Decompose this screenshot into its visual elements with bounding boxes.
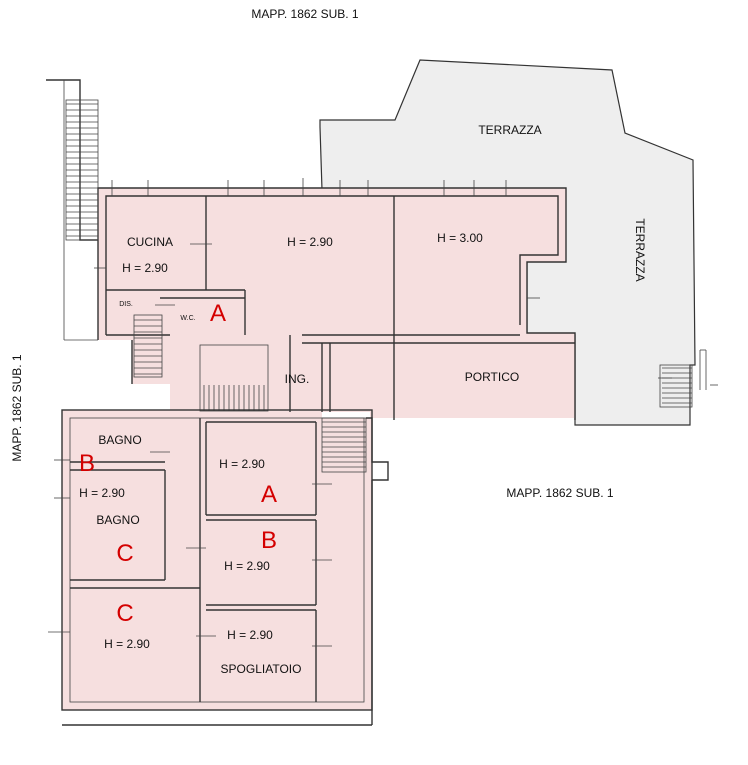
height-spogliatoio: H = 2.90 [227, 628, 273, 642]
upper-outer-wall [97, 187, 576, 420]
room-label-spogliatoio: SPOGLIATOIO [221, 662, 302, 676]
marker-a-lower: A [261, 481, 277, 508]
height-bagno-2: H = 2.90 [79, 486, 125, 500]
room-label-bagno-2: BAGNO [96, 513, 139, 527]
marker-c-bagno: C [116, 540, 133, 567]
parcel-label-top: MAPP. 1862 SUB. 1 [251, 7, 359, 21]
terrace-label-top: TERRAZZA [478, 123, 541, 137]
room-label-bagno-1: BAGNO [98, 433, 141, 447]
room-label-ingresso: ING. [285, 372, 310, 386]
height-room-b: H = 2.90 [224, 559, 270, 573]
parcel-label-right: MAPP. 1862 SUB. 1 [506, 486, 614, 500]
marker-b-room: B [261, 527, 277, 554]
height-living: H = 2.90 [287, 235, 333, 249]
window-marks [48, 178, 718, 647]
upper-floor-area [98, 188, 575, 418]
lower-floor-area [62, 410, 372, 710]
height-room-c: H = 2.90 [104, 637, 150, 651]
parcel-label-left: MAPP. 1862 SUB. 1 [10, 354, 24, 462]
marker-b-bagno: B [79, 450, 95, 477]
height-room-a: H = 2.90 [219, 457, 265, 471]
height-right-room: H = 3.00 [437, 231, 483, 245]
height-cucina: H = 2.90 [122, 261, 168, 275]
marker-a-upper: A [210, 300, 226, 327]
room-label-wc: W.C. [180, 315, 195, 322]
room-label-cucina: CUCINA [127, 235, 173, 249]
staircase [133, 314, 269, 412]
room-label-dis: DIS. [119, 301, 133, 308]
marker-c-room: C [116, 600, 133, 627]
external-stair-left [46, 79, 99, 341]
room-label-portico: PORTICO [465, 370, 519, 384]
terrace-label-right: TERRAZZA [633, 218, 647, 281]
